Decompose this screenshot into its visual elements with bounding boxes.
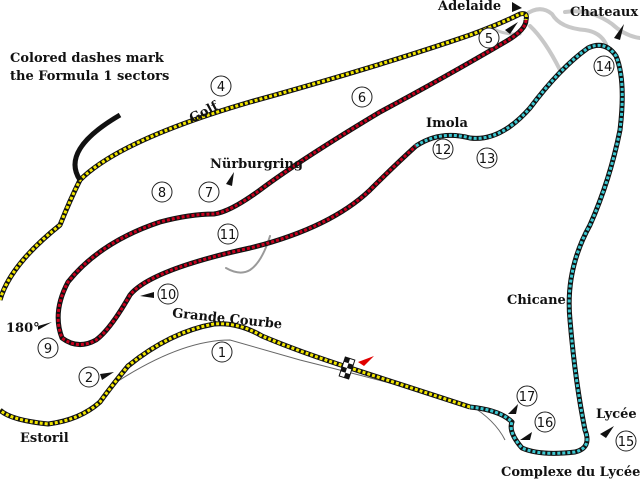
note-line-2: the Formula 1 sectors	[10, 69, 169, 84]
turn-14-marker: 14	[593, 55, 615, 77]
label-lycee-p: Lycée p	[596, 407, 640, 422]
turn-17-arrow-icon	[508, 404, 518, 414]
turn-1-number: 1	[218, 346, 226, 361]
label-nurburgring: Nürburgring	[210, 157, 303, 172]
sector-3-dashes	[415, 43, 624, 455]
turn-6-number: 6	[358, 91, 366, 106]
label-golf: Golf	[187, 98, 222, 126]
turn-10-arrow-icon	[140, 292, 154, 298]
turn-7-marker: 7	[198, 181, 220, 203]
checker-cell-3	[340, 366, 347, 373]
turn-15-marker: 15	[615, 430, 637, 452]
start-finish-line	[338, 356, 374, 380]
turn-15-number: 15	[618, 435, 635, 450]
arrow-chateaux-icon	[614, 24, 624, 40]
turn-12-marker: 12	[432, 138, 454, 160]
turn-5-marker: 5	[478, 22, 518, 49]
turn-14-number: 14	[596, 60, 613, 75]
label-estoril: Estoril	[20, 431, 69, 446]
direction-arrow-icon	[358, 356, 374, 366]
turn-7-number: 7	[205, 186, 213, 201]
turn-5-number: 5	[485, 32, 493, 47]
turn-17-number: 17	[519, 390, 536, 405]
arrow-lycee-icon	[600, 426, 614, 438]
label-chicane: Chicane	[507, 293, 566, 308]
checker-cell-1	[343, 356, 351, 364]
track-outline	[111, 339, 506, 441]
outline-lycee-old	[111, 339, 506, 441]
turn-12-number: 12	[435, 143, 452, 158]
alt-road-inner-loop	[225, 235, 271, 274]
sector-1-yellow	[0, 11, 529, 427]
label-complexe-du-lycee: Complexe du Lycée	[501, 465, 640, 480]
checker-cell-2	[347, 363, 354, 370]
sector-1-dashes	[0, 322, 471, 426]
label-adelaide: Adelaide	[437, 0, 501, 14]
checker-cell-4	[343, 372, 351, 380]
arrow-180-icon	[38, 322, 52, 330]
turn-1-marker: 1	[211, 341, 233, 363]
turn-17-marker: 17	[508, 385, 538, 414]
turn-16-number: 16	[537, 416, 554, 431]
label-chateaux: Chateaux	[570, 5, 638, 20]
sector-2-dashes	[56, 19, 528, 346]
arrow-nurburgring-icon	[226, 172, 234, 186]
turn-10-marker: 10	[140, 283, 179, 305]
turn-13-number: 13	[479, 152, 496, 167]
turn-2-marker: 2	[78, 366, 114, 388]
turn-2-arrow-icon	[100, 372, 114, 380]
turn-10-number: 10	[160, 288, 177, 303]
sector-1-golf-inner-base	[72, 112, 122, 182]
sector-1-base	[0, 321, 471, 427]
alternate-roads	[225, 7, 640, 274]
turn-9-marker: 9	[37, 337, 59, 359]
turn-6-marker: 6	[351, 86, 373, 108]
label-180: 180°	[6, 321, 40, 336]
alt-road-adelaide-hairpin	[523, 7, 608, 46]
sector-3-cyan	[414, 42, 625, 456]
turn-markers: 1 2 4 5 6 7 8 9	[37, 22, 637, 452]
turn-9-number: 9	[44, 342, 52, 357]
turn-8-marker: 8	[151, 181, 173, 203]
turn-4-marker: 4	[210, 75, 232, 97]
sector-2-red	[55, 19, 529, 347]
turn-13-marker: 13	[476, 147, 498, 169]
turn-11-number: 11	[220, 228, 237, 243]
turn-16-marker: 16	[520, 411, 556, 440]
turn-8-number: 8	[158, 186, 166, 201]
alt-road-adelaide-shortcut	[528, 24, 562, 72]
note-line-1: Colored dashes mark	[10, 51, 165, 66]
turn-2-number: 2	[85, 371, 93, 386]
label-imola: Imola	[426, 116, 468, 131]
alt-road-chateaux-link	[563, 9, 640, 40]
turn-5-arrow-icon	[505, 22, 518, 34]
arrow-adelaide-icon	[512, 2, 522, 12]
turn-16-arrow-icon	[520, 432, 532, 440]
sector-1-west-back-dashes	[0, 12, 528, 301]
turn-4-number: 4	[217, 80, 225, 95]
turn-11-marker: 11	[217, 223, 239, 245]
